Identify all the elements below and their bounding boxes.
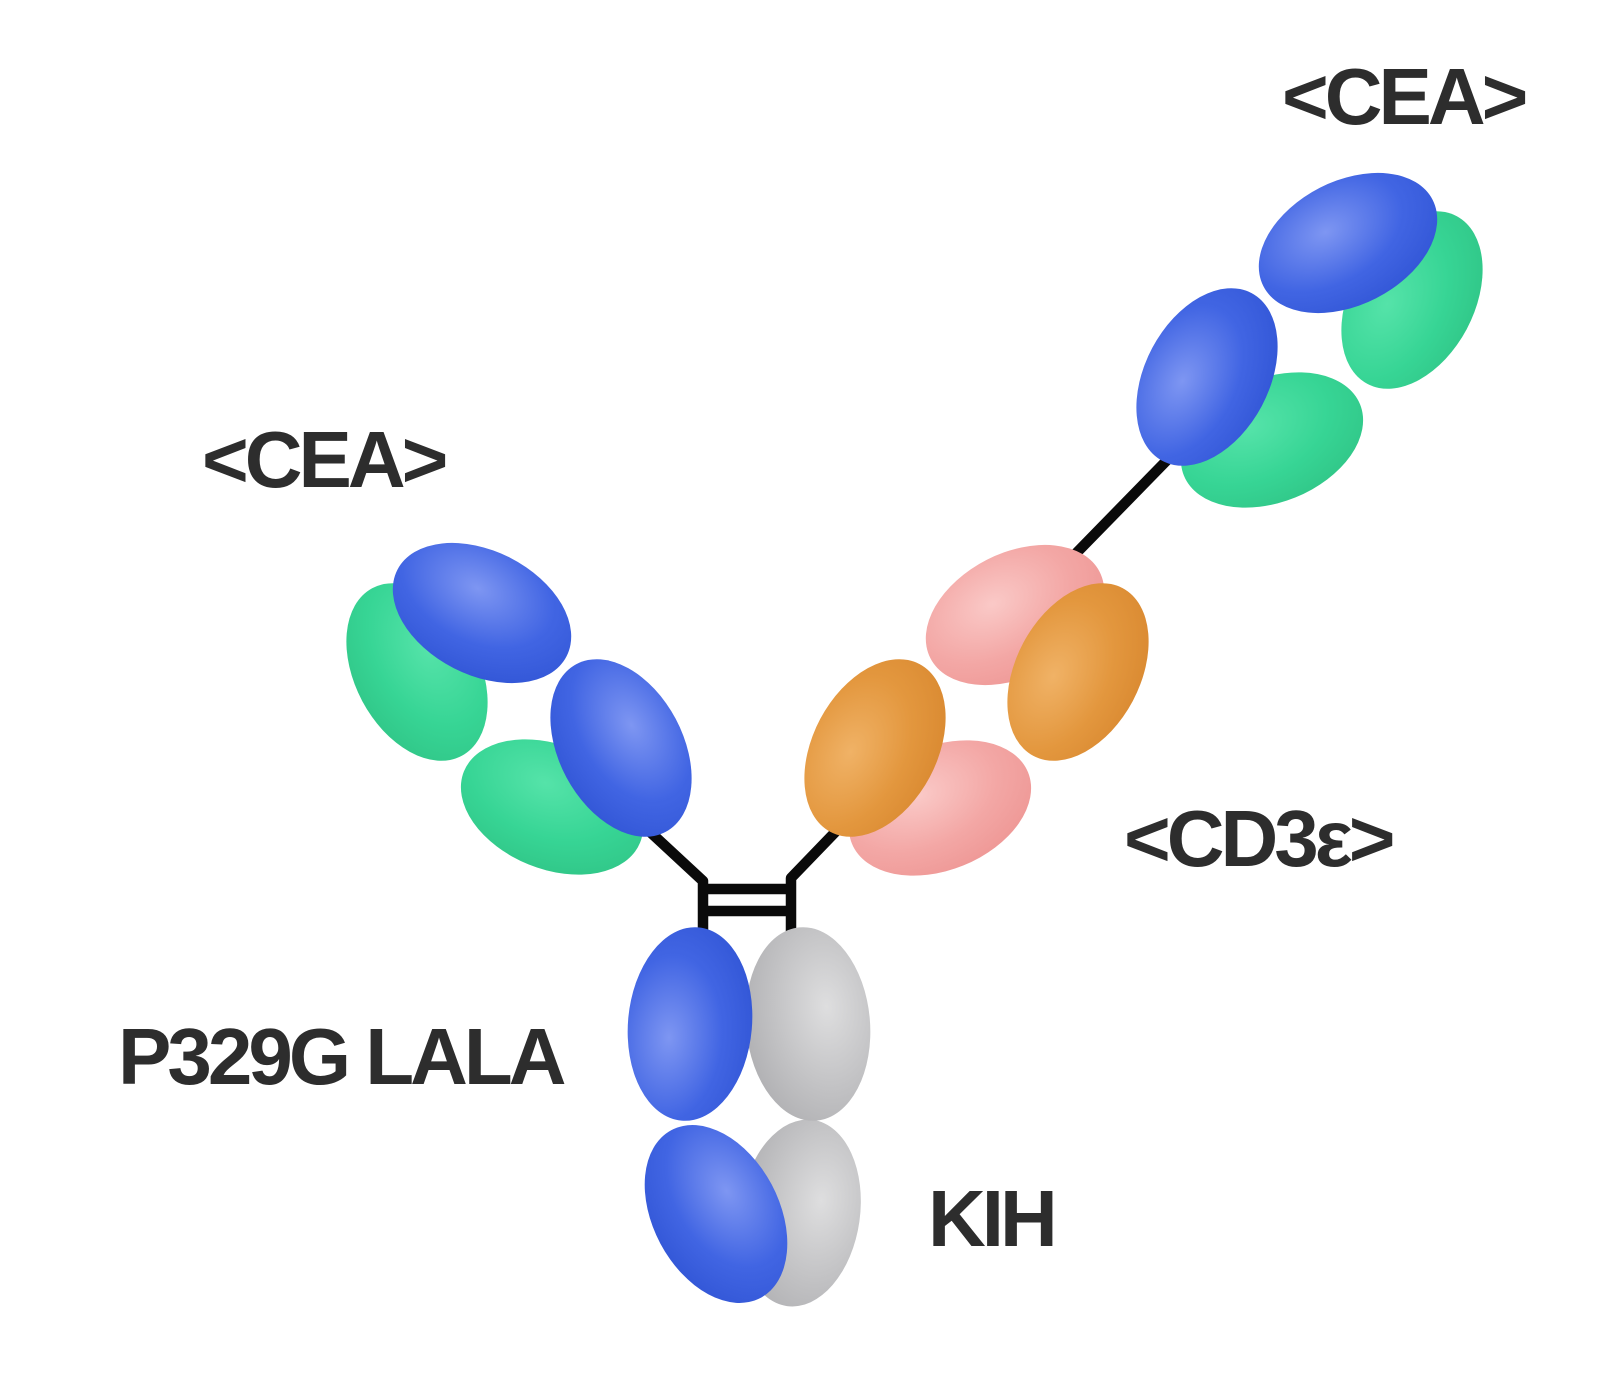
fc-region xyxy=(627,927,871,1307)
fc-ch2-gray-ellipse xyxy=(745,927,871,1121)
label-cea-right: <CEA> xyxy=(1282,52,1526,141)
fc-ch3-knob-blue-ellipse xyxy=(644,1125,788,1303)
cea-left-vh-ellipse xyxy=(392,542,572,684)
label-kih: KIH xyxy=(928,1174,1054,1263)
diagram-labels: <CEA> <CEA> <CD3ε> P329G LALA KIH xyxy=(118,52,1530,1263)
cea-right-ch1-ellipse xyxy=(1136,288,1278,466)
cd3-fab xyxy=(804,544,1149,876)
cea-fab-right xyxy=(1136,172,1483,508)
left-heavy-chain-hinge-line xyxy=(644,826,709,934)
cd3-orange-distal-ellipse xyxy=(1007,583,1149,761)
label-cd3-epsilon: <CD3ε> xyxy=(1124,794,1393,883)
label-p329g-lala: P329G LALA xyxy=(118,1012,565,1101)
cea-left-ch1-ellipse xyxy=(550,659,692,837)
cea-right-vh-ellipse xyxy=(1258,172,1438,314)
cd3-orange-proximal-ellipse xyxy=(804,659,946,837)
cea-fab-left xyxy=(346,542,692,875)
fc-ch2-blue-ellipse xyxy=(627,927,753,1121)
label-cea-left: <CEA> xyxy=(202,415,446,504)
